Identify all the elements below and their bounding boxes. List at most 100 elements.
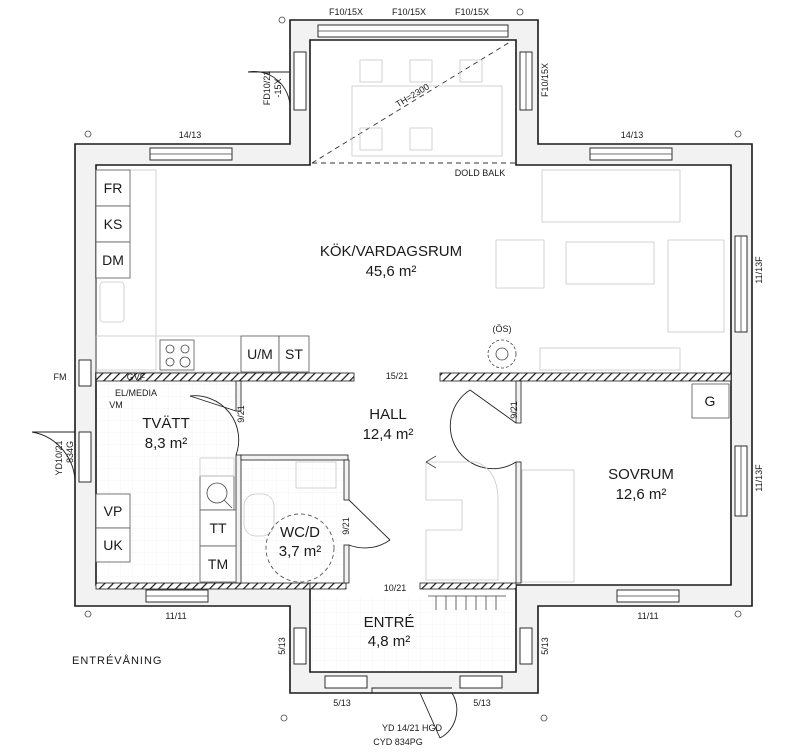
- label-door-wc: 9/21: [341, 517, 351, 535]
- wall-bedroom-left-lower: [515, 461, 522, 584]
- fixture-dm-box: [95, 241, 131, 279]
- label-window-right-1: 11/13F: [754, 256, 764, 284]
- label-level: ENTRÉVÅNING: [72, 654, 162, 667]
- dining-table: [351, 85, 503, 157]
- door-wc: [348, 499, 391, 549]
- room-hall-name: HALL: [369, 406, 407, 423]
- interior-walls: [95, 372, 732, 590]
- fixture-vp: VP: [104, 503, 123, 519]
- fixture-boxes: [95, 169, 730, 583]
- wall-wc-right-lower: [343, 544, 350, 584]
- window-left-bay: [293, 51, 307, 111]
- label-el-media: EL/MEDIA: [115, 388, 157, 398]
- fixture-st: ST: [285, 346, 303, 362]
- room-labels: KÖK/VARDAGSRUM 45,6 m² HALL 12,4 m² TVÄT…: [142, 242, 674, 650]
- label-door-entrance: 10/21: [384, 583, 407, 593]
- label-balcony-door-2: -15X: [273, 78, 283, 97]
- wall-hall-top-right: [439, 372, 732, 382]
- room-bedroom-name: SOVRUM: [608, 466, 674, 483]
- sink-icon: [99, 281, 125, 323]
- windows: [78, 24, 748, 689]
- stove-os-icon: [487, 339, 517, 369]
- label-terrace-door-1: YD10/21: [54, 440, 64, 475]
- fixture-uk-box: [95, 527, 131, 563]
- window-entry-left: [293, 627, 307, 665]
- wall-bedroom-left: [515, 380, 522, 424]
- room-entrance-name: ENTRÉ: [364, 614, 415, 631]
- fixture-fr: FR: [104, 180, 123, 196]
- label-door-hall-top: 15/21: [386, 371, 409, 381]
- label-entry-right-side: 5/13: [540, 637, 550, 655]
- label-window-top-1: F10/15X: [329, 7, 363, 17]
- room-wc-name: WC/D: [280, 524, 320, 541]
- wall-laundry-right: [235, 380, 242, 412]
- wall-entrance-left: [95, 582, 311, 590]
- room-laundry-area: 8,3 m²: [145, 435, 188, 452]
- bed: [521, 469, 575, 583]
- label-window-bottom-right: 11/11: [637, 611, 658, 621]
- door-bedroom: [449, 389, 517, 470]
- wall-entrance-right: [419, 582, 517, 590]
- label-fm: FM: [54, 372, 67, 382]
- label-window-left-top: 14/13: [179, 130, 202, 140]
- label-gvf: GVF: [127, 372, 146, 382]
- room-bedroom-area: 12,6 m²: [616, 486, 667, 503]
- furniture: [84, 8, 742, 722]
- label-window-top-3: F10/15X: [455, 7, 489, 17]
- label-balcony-door-1: FD10/21: [262, 71, 272, 106]
- label-window-bottom-left: 11/11: [165, 611, 186, 621]
- label-door-laundry: 9/21: [236, 405, 246, 423]
- sofa: [541, 169, 681, 223]
- label-window-top-2: F10/15X: [392, 7, 426, 17]
- wall-hall-top-left: [95, 372, 355, 382]
- room-wc-area: 3,7 m²: [279, 543, 322, 560]
- hidden-beam-line: [311, 41, 511, 164]
- room-laundry-name: TVÄTT: [142, 415, 190, 432]
- window-entry-bottom-left: [324, 675, 368, 689]
- window-fm: [78, 359, 92, 387]
- fixture-ks-box: [95, 205, 131, 243]
- label-entry-bottom-right: 5/13: [473, 698, 491, 708]
- fixture-fr-box: [95, 169, 131, 207]
- fixture-um-box: [240, 335, 280, 373]
- fixture-st-box: [278, 335, 310, 373]
- label-window-right-2: 11/13F: [754, 464, 764, 492]
- wc-sink: [295, 461, 337, 489]
- room-hall-area: 12,4 m²: [363, 426, 414, 443]
- label-door-bedroom: 9/21: [509, 401, 519, 419]
- stove-icon: [159, 339, 195, 371]
- toilet-icon: [243, 493, 275, 537]
- fixture-dm: DM: [102, 252, 124, 268]
- label-front-door-2: CYD 834PG: [373, 737, 423, 747]
- fixture-tt: TT: [209, 520, 227, 536]
- fixture-ks: KS: [104, 216, 123, 232]
- room-entrance-area: 4,8 m²: [368, 633, 411, 650]
- window-terrace-door: [78, 431, 92, 483]
- armchair: [495, 239, 545, 289]
- fixture-uk: UK: [103, 537, 123, 553]
- wall-laundry-right-lower: [235, 454, 242, 584]
- window-entry-right: [519, 627, 533, 665]
- door-front: [371, 687, 458, 739]
- fixture-tm: TM: [208, 556, 228, 572]
- label-window-right-bay: F10/15X: [540, 63, 550, 97]
- label-entry-bottom-left: 5/13: [333, 698, 351, 708]
- label-vm: VM: [109, 400, 123, 410]
- fixture-tm-box: [199, 545, 237, 583]
- fixture-labels: FR KS DM U/M ST VP UK TT TM G: [102, 180, 715, 572]
- window-entry-bottom-right: [459, 675, 503, 689]
- room-kitchen-living-name: KÖK/VARDAGSRUM: [320, 242, 462, 260]
- coat-rack: [428, 595, 506, 610]
- fixture-g-box: [691, 383, 730, 419]
- label-os: (ÖS): [493, 324, 512, 334]
- label-window-right-top: 14/13: [621, 130, 644, 140]
- door-laundry: [189, 395, 240, 456]
- label-front-door-1: YD 14/21 HGD: [382, 723, 443, 733]
- label-entry-left-side: 5/13: [277, 637, 287, 655]
- wall-wc-top: [240, 454, 349, 461]
- hall-wardrobe: [425, 461, 499, 581]
- wall-wc-right: [343, 459, 350, 501]
- fixture-vp-box: [95, 493, 131, 529]
- fixture-um: U/M: [247, 346, 273, 362]
